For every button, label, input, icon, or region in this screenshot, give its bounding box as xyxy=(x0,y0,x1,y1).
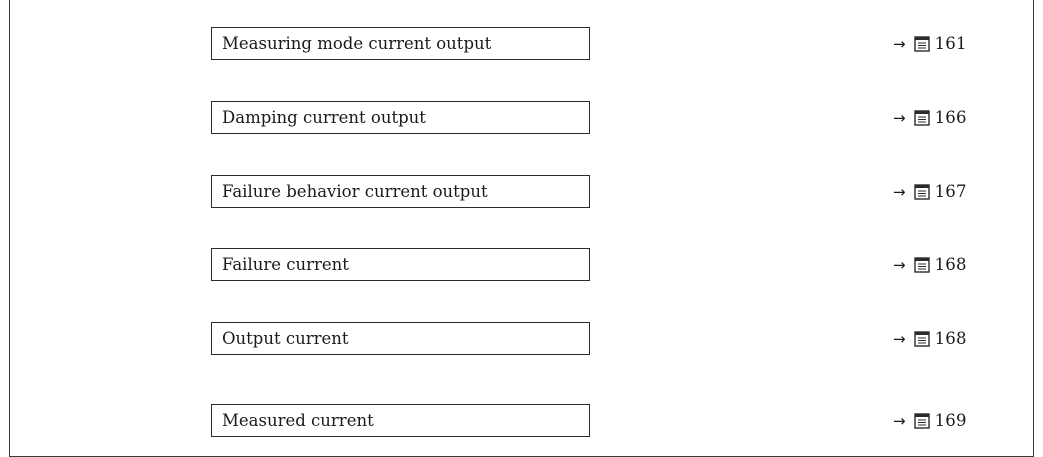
page-number: 168 xyxy=(934,255,967,274)
book-icon xyxy=(913,256,930,273)
page-number: 166 xyxy=(934,108,967,127)
parameter-box-output-current[interactable]: Output current xyxy=(211,322,590,355)
book-icon xyxy=(913,35,930,52)
arrow-right-icon: → xyxy=(893,182,906,201)
page-number: 167 xyxy=(934,182,967,201)
arrow-right-icon: → xyxy=(893,411,906,430)
list-item: Failure current → 168 xyxy=(0,248,1043,281)
arrow-right-icon: → xyxy=(893,34,906,53)
list-item: Failure behavior current output → 167 xyxy=(0,175,1043,208)
parameter-box-measured-current[interactable]: Measured current xyxy=(211,404,590,437)
parameter-box-failure-current[interactable]: Failure current xyxy=(211,248,590,281)
page-reference[interactable]: → 169 xyxy=(893,404,967,437)
list-item: Measured current → 169 xyxy=(0,404,1043,437)
book-icon xyxy=(913,330,930,347)
page-reference[interactable]: → 166 xyxy=(893,101,967,134)
page-reference[interactable]: → 168 xyxy=(893,248,967,281)
list-item: Output current → 168 xyxy=(0,322,1043,355)
list-item: Damping current output → 166 xyxy=(0,101,1043,134)
document-frame xyxy=(9,0,1034,457)
list-item: Measuring mode current output → 161 xyxy=(0,27,1043,60)
parameter-box-measuring-mode[interactable]: Measuring mode current output xyxy=(211,27,590,60)
arrow-right-icon: → xyxy=(893,329,906,348)
arrow-right-icon: → xyxy=(893,255,906,274)
page-reference[interactable]: → 161 xyxy=(893,27,967,60)
page-number: 169 xyxy=(934,411,967,430)
parameter-box-failure-behavior[interactable]: Failure behavior current output xyxy=(211,175,590,208)
page-number: 168 xyxy=(934,329,967,348)
book-icon xyxy=(913,412,930,429)
page-number: 161 xyxy=(934,34,967,53)
arrow-right-icon: → xyxy=(893,108,906,127)
page-reference[interactable]: → 168 xyxy=(893,322,967,355)
book-icon xyxy=(913,109,930,126)
book-icon xyxy=(913,183,930,200)
parameter-box-damping[interactable]: Damping current output xyxy=(211,101,590,134)
page-reference[interactable]: → 167 xyxy=(893,175,967,208)
